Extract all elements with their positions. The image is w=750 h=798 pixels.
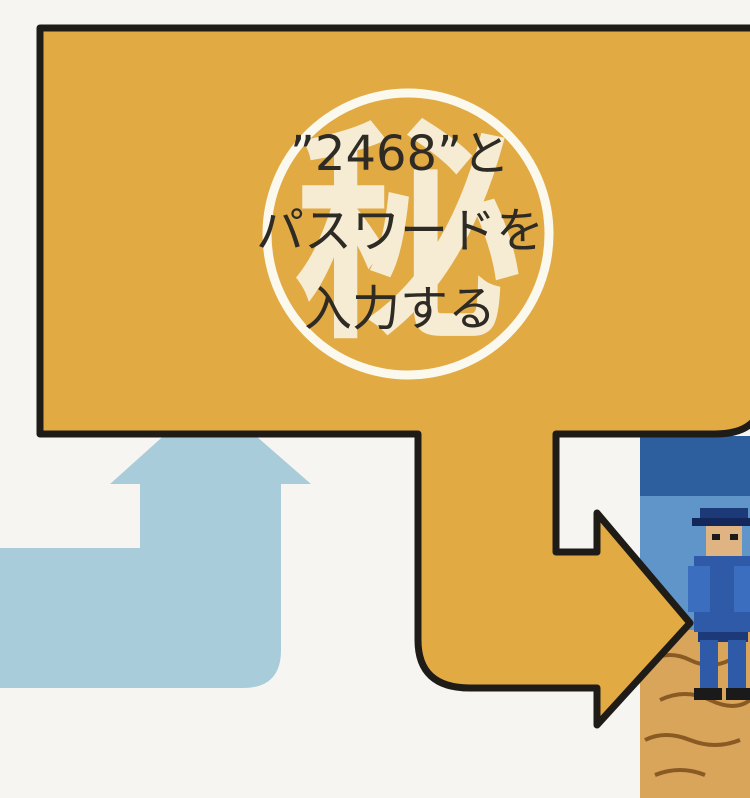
stamp-glyph: 秘 — [293, 104, 523, 371]
game-screenshot — [640, 436, 750, 798]
instruction-line-1: ”2468”と — [290, 126, 510, 182]
blue-up-arrow-icon — [0, 395, 311, 688]
stamp-ring — [262, 88, 554, 380]
instruction-line-3: 入力する — [303, 281, 496, 337]
instruction-line-2: パスワードを — [255, 203, 544, 259]
guard-character-icon — [688, 508, 750, 700]
secret-stamp: 秘 — [262, 88, 554, 380]
game-sky-top — [640, 436, 750, 496]
